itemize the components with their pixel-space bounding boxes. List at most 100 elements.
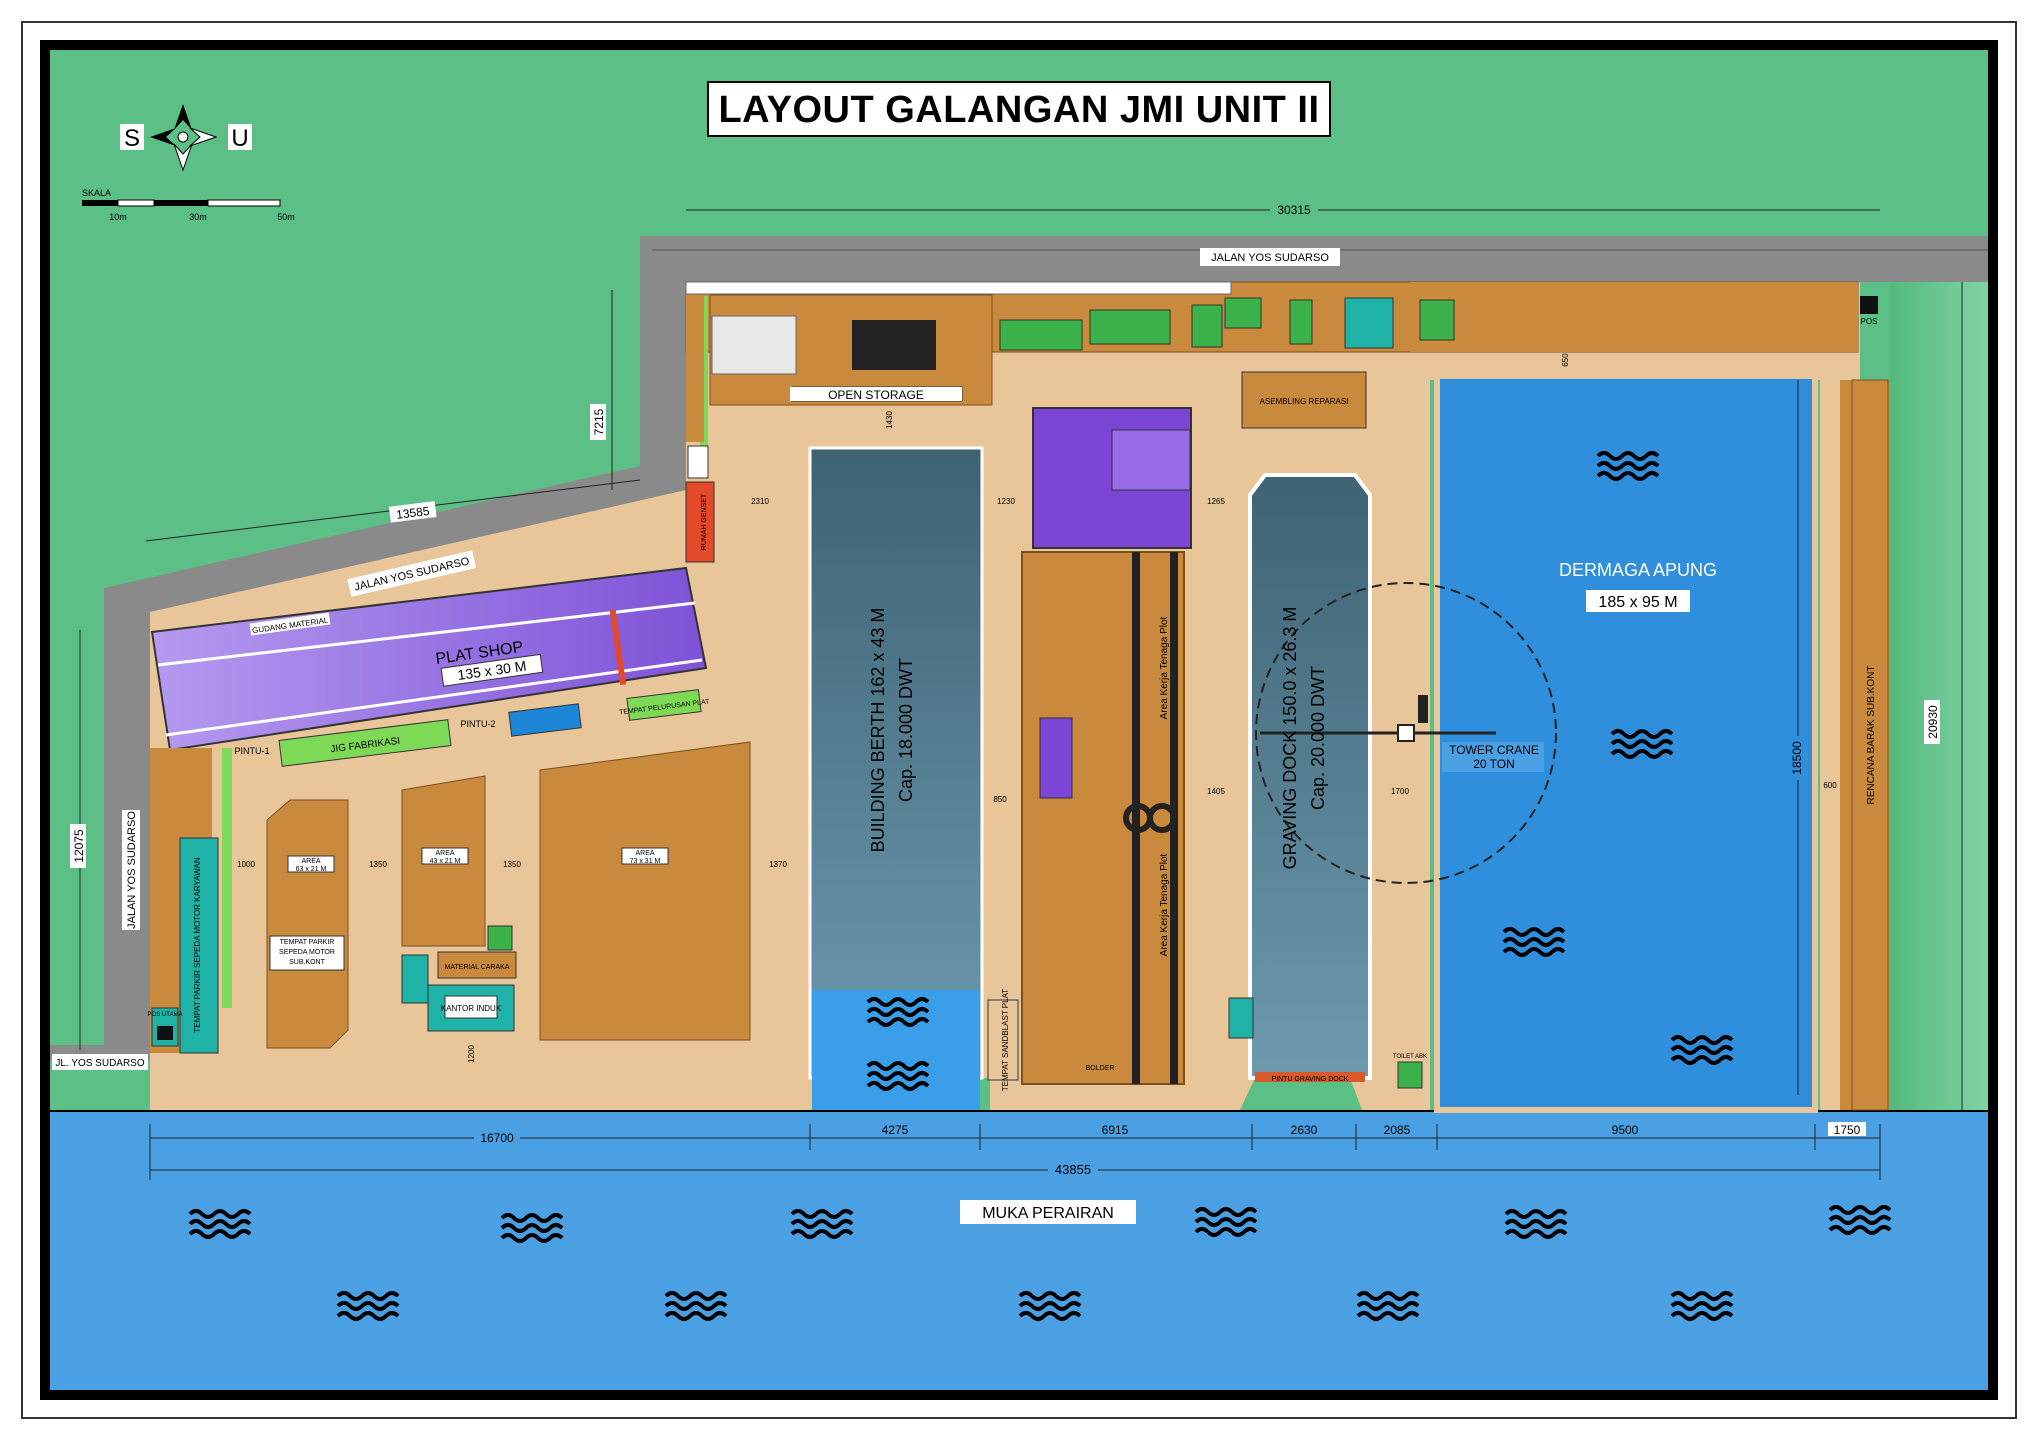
dim-bottom-3: 2630 xyxy=(1291,1123,1318,1137)
dim-7215-bg xyxy=(590,404,606,440)
rumah-genset xyxy=(685,481,715,563)
dim-20930: 20930 xyxy=(1926,705,1940,739)
dim-bottom-total-bg xyxy=(1048,1160,1098,1178)
dermaga-name-bg xyxy=(1544,557,1732,581)
scale-label: SKALA xyxy=(82,188,111,198)
rencana-barak-strip xyxy=(1851,379,1889,1111)
dim-b1-bg xyxy=(876,1122,914,1136)
dim-13585-bg xyxy=(388,501,437,523)
dim-bottom-4: 2085 xyxy=(1384,1123,1411,1137)
pintu-2-label: PINTU-2 xyxy=(460,719,495,729)
storage-blocks xyxy=(852,320,936,370)
dim-b6-bg xyxy=(1828,1122,1866,1136)
road-bottom-left-label-bg xyxy=(52,1054,148,1070)
scale-tick-50: 50m xyxy=(277,212,295,222)
dim-bottom-1: 4275 xyxy=(882,1123,909,1137)
area-a2-size: 43 x 21 M xyxy=(430,858,461,865)
plat-shop-red-strip xyxy=(609,609,627,686)
dim-1430: 1430 xyxy=(885,411,894,429)
small-green-box-1 xyxy=(487,925,513,951)
road-bottom-left-label: JL. YOS SUDARSO xyxy=(55,1058,145,1069)
scale-bar xyxy=(82,199,281,207)
area-a1-name: AREA xyxy=(301,858,320,865)
area-a1-size: 63 x 21 M xyxy=(296,866,327,873)
page-title: LAYOUT GALANGAN JMI UNIT II xyxy=(718,89,1319,131)
dim-2310: 2310 xyxy=(751,497,769,506)
gudang-material-bg xyxy=(249,612,331,636)
jig-fabrikasi xyxy=(278,719,452,767)
compass-s: S xyxy=(124,125,140,152)
equipment-green-3 xyxy=(1191,304,1223,348)
area-kerja-label-1: Area Kerja Tenaga Plot xyxy=(1159,616,1170,719)
area-kerja-label-2: Area Kerja Tenaga Plot xyxy=(1159,853,1170,956)
equipment-green-4 xyxy=(1224,297,1262,329)
pengering-pasir xyxy=(1344,297,1394,349)
area-a1-bg xyxy=(287,855,335,873)
pintu-graving-label: PINTU GRAVING DOCK xyxy=(1272,1076,1349,1083)
dim-bottom-ticks xyxy=(149,1124,1881,1180)
compass-rose-icon xyxy=(150,104,218,172)
graving-dock-label: GRAVING DOCK 150.0 x 26.3 M xyxy=(1280,607,1300,870)
dim-18500: 18500 xyxy=(1790,741,1804,775)
dim-18500-bg xyxy=(1788,736,1804,780)
open-storage-label: OPEN STORAGE xyxy=(828,388,924,402)
tower-crane-radius xyxy=(1255,582,1557,884)
dim-bottom-6: 1750 xyxy=(1834,1123,1861,1137)
sandblast-platform xyxy=(1021,551,1185,1085)
rencana-barak-label: RENCANA BARAK SUB.KONT xyxy=(1866,666,1877,805)
small-teal-box xyxy=(401,954,429,1004)
green-path-left xyxy=(222,748,232,1008)
equipment-green-5 xyxy=(1289,299,1313,345)
tower-crane-label-bg xyxy=(1442,742,1544,772)
road-left-label-bg xyxy=(122,810,140,930)
area-a2-bg xyxy=(421,847,469,865)
dim-b2-bg xyxy=(1096,1122,1134,1136)
toilet-abk xyxy=(1397,1061,1423,1089)
dim-650: 650 xyxy=(1561,353,1570,367)
dim-1405: 1405 xyxy=(1207,787,1225,796)
dim-top: 30315 xyxy=(1277,203,1311,217)
grass-right xyxy=(1890,280,1988,1110)
dermaga-size-bg xyxy=(1586,590,1690,612)
tenda-bubor xyxy=(1039,717,1073,799)
graving-dock xyxy=(1248,473,1372,1080)
muka-perairan-label: MUKA PERAIRAN xyxy=(982,1205,1114,1222)
graving-dock-cap: Cap. 20.000 DWT xyxy=(1308,666,1328,810)
equipment-green-1 xyxy=(999,319,1083,351)
plat-shop-size-bg xyxy=(440,653,544,687)
asembling-reparasi xyxy=(1241,371,1367,429)
muka-perairan-water xyxy=(50,1112,1988,1390)
dim-bottom-total: 43855 xyxy=(1055,1162,1091,1177)
dim-bottom-2: 6915 xyxy=(1102,1123,1129,1137)
dim-12075: 12075 xyxy=(72,829,86,863)
kantor-induk-label-bg xyxy=(444,995,498,1019)
pos-utama-label: POS UTAMA xyxy=(148,1012,183,1018)
dim-1230: 1230 xyxy=(997,497,1015,506)
dim-850: 850 xyxy=(993,795,1007,804)
area-a3-bg xyxy=(621,847,669,865)
muka-perairan-label-bg xyxy=(960,1200,1136,1224)
building-berth-cap: Cap. 18.000 DWT xyxy=(896,658,916,802)
storage-racks xyxy=(711,315,797,375)
dim-12075-bg xyxy=(70,824,86,868)
tower-crane-label: TOWER CRANE xyxy=(1449,743,1539,757)
pos-utama-box xyxy=(157,1026,173,1040)
rumah-genset-label: RUMAH GENSET xyxy=(701,493,708,550)
dim-1200: 1200 xyxy=(467,1045,476,1063)
ruang-pompa xyxy=(1228,997,1254,1039)
dim-b3-bg xyxy=(1285,1122,1323,1136)
dim-7215: 7215 xyxy=(592,408,606,435)
pos-right-label: POS xyxy=(1861,317,1878,326)
dim-bottom-0: 16700 xyxy=(480,1131,514,1145)
pintu-1-label: PINTU-1 xyxy=(234,746,269,756)
area-63x21 xyxy=(266,799,349,1049)
title-box xyxy=(707,81,1331,137)
tempat-pelurusan-plat xyxy=(626,689,702,721)
road-top-label-bg xyxy=(1200,248,1340,266)
top-label-strip xyxy=(685,281,1232,295)
bolder-label: BOLDER xyxy=(1086,1065,1115,1072)
kotak-blasting xyxy=(1418,695,1428,723)
dim-13585: 13585 xyxy=(395,504,430,522)
dim-600: 600 xyxy=(1823,781,1837,790)
building-berth-label: BUILDING BERTH 162 x 43 M xyxy=(868,608,888,853)
